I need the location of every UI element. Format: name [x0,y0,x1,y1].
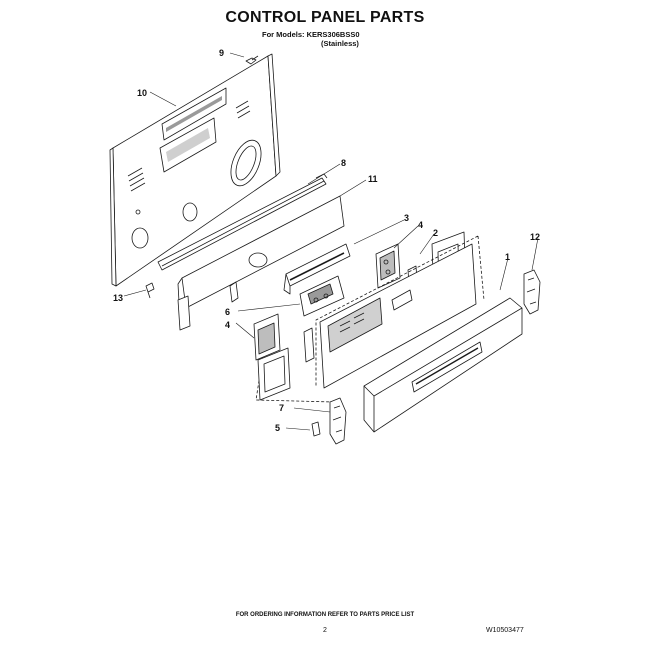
callout-4-lower: 4 [225,320,230,330]
callout-5: 5 [275,423,280,433]
part-4-bracket-lower [253,313,291,401]
part-10-back-panel [109,53,281,287]
callout-13: 13 [113,293,123,303]
part-5-clip [311,421,321,437]
callout-9: 9 [219,48,224,58]
part-4-bracket-upper [375,243,401,289]
part-7-end-cap [329,397,347,445]
callout-3: 3 [404,213,409,223]
page-title: CONTROL PANEL PARTS [225,9,425,26]
part-1-console-housing [363,297,523,433]
part-6-control-board [299,275,345,317]
leader-lines [123,52,539,431]
callout-12: 12 [530,232,540,242]
part-13-clip [145,282,155,299]
part-9-screw [245,55,259,65]
overlay-panel [303,243,477,389]
models-label: For Models: KERS306BSS0 [262,30,360,39]
part-3-display-board [283,243,351,295]
callout-4-upper: 4 [418,220,423,230]
ordering-note: FOR ORDERING INFORMATION REFER TO PARTS … [235,612,415,618]
callout-2: 2 [433,228,438,238]
page-number: 2 [323,627,327,634]
callout-8: 8 [341,158,346,168]
part-12-end-cap [523,269,541,315]
part-8-trim-strip [157,173,328,271]
callout-1: 1 [505,252,510,262]
part-11-mounting-bracket [177,195,345,331]
document-number: W10503477 [486,627,524,634]
callout-6: 6 [225,307,230,317]
variant-label: (Stainless) [321,39,359,48]
callout-7: 7 [279,403,284,413]
callout-10: 10 [137,88,147,98]
callout-11: 11 [368,174,378,184]
